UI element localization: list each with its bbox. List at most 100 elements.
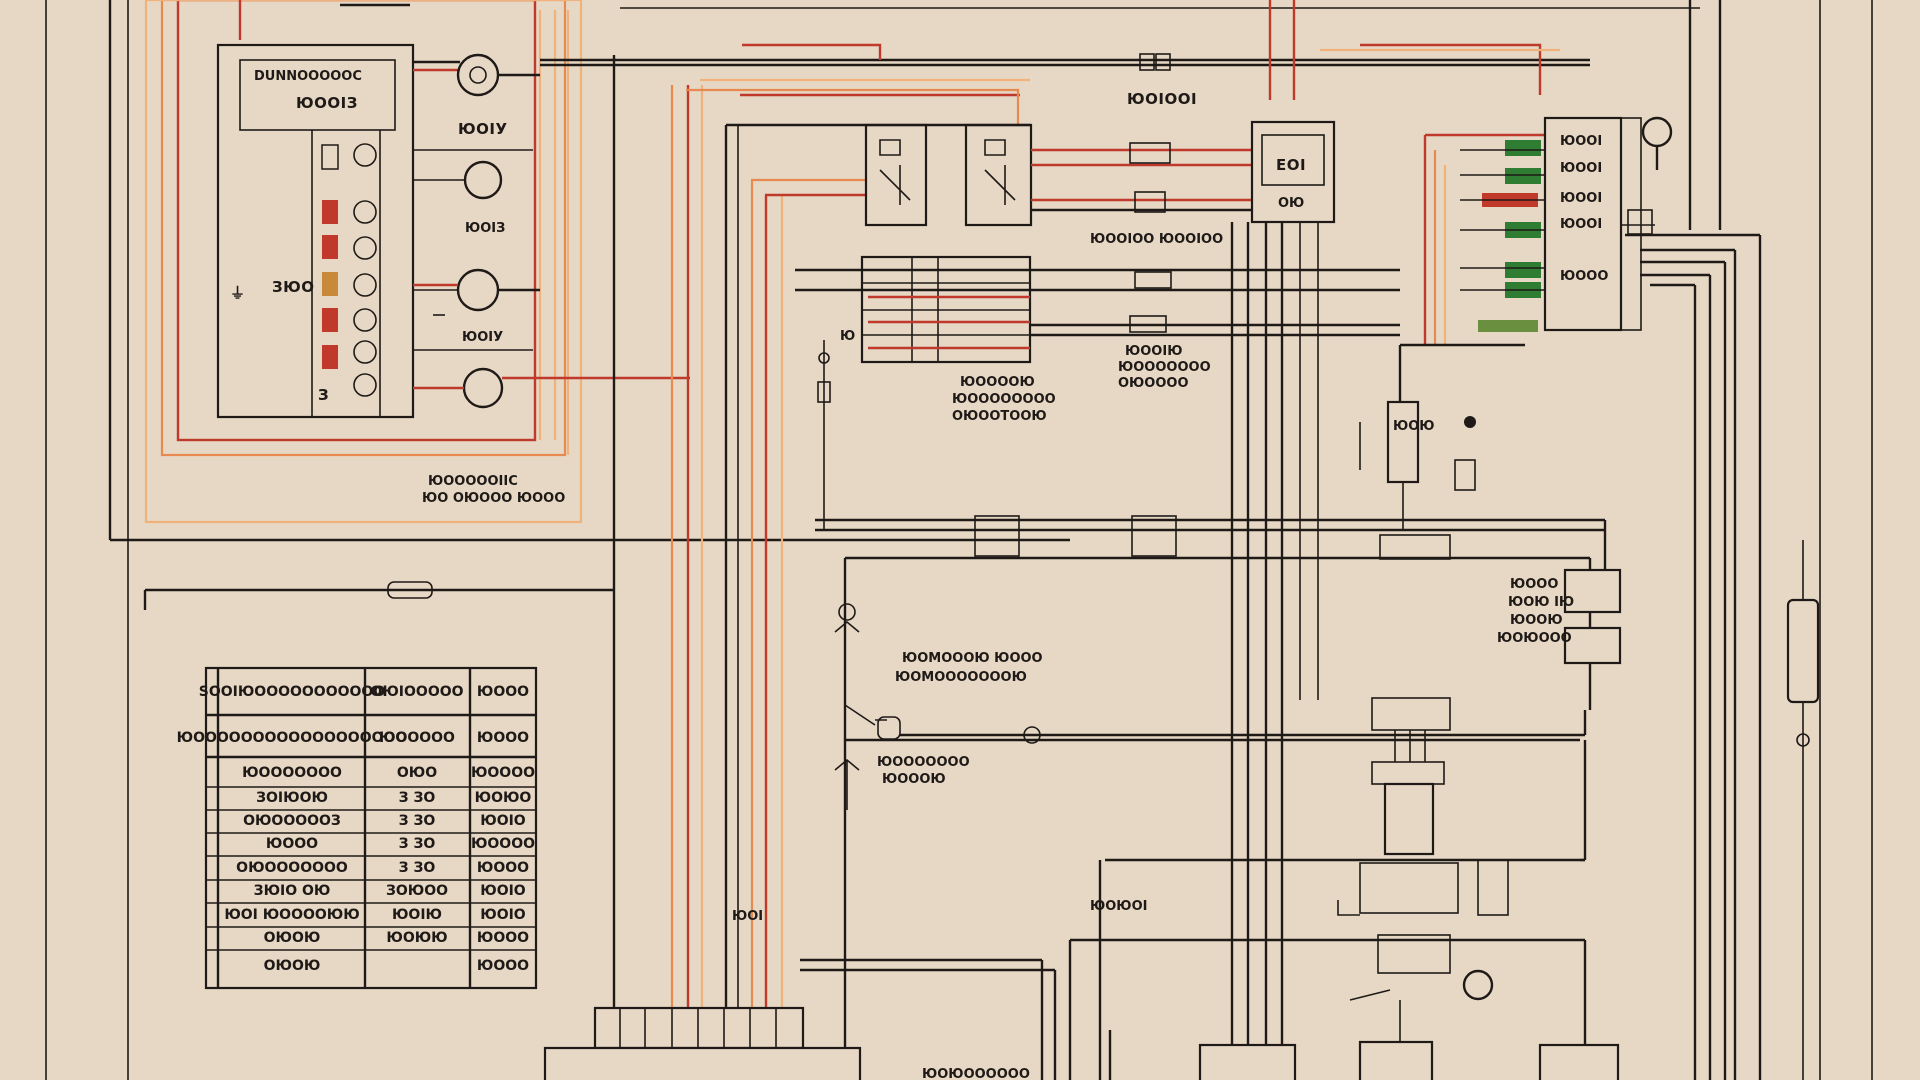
data-table: ЅООІЮООООООООООО ОЮІООООО ЮООО ЮОООООООО… [177, 666, 538, 990]
table-header-2: ЮООО [477, 684, 529, 700]
switches [834, 603, 1587, 810]
center-label-4-line1: ЮОМОООЮ ЮООО [902, 651, 1043, 666]
table-cell: ЮОЮЮ [386, 930, 447, 946]
fuse-element: ЮОЮ [1359, 343, 1525, 530]
table-header-0: ЅООІЮООООООООООО [199, 684, 386, 700]
panel-title-2: ЮООІЗ [296, 94, 358, 112]
left-labels: ЮОІУ ЮОІЗ ЮОІУ ЗЮО З ЮОООООІІС ЮО ОЮООО … [230, 120, 565, 506]
table-cell: ОЮОООООЗ [243, 813, 341, 829]
table-cell: ЮОІ ЮООООЮЮ [224, 907, 359, 923]
right-label-2: ЮООІ [1560, 191, 1602, 206]
caption-mid-left-2: ЮО ОЮООО ЮООО [422, 491, 565, 506]
relay-panel: DUNNOOOOOC ЮООІЗ [216, 43, 415, 419]
right-mid-label-3: ЮООЮ [1510, 613, 1563, 628]
sensor-left: Ю [817, 329, 855, 530]
table-cell: ЗЮІО ОЮ [254, 883, 331, 899]
hanging-fuse [1786, 540, 1820, 1080]
table-cell: З ЗО [399, 836, 436, 852]
left-bus [143, 558, 847, 1080]
top-wiring: ЮОІООІ [540, 0, 1590, 108]
table-cell: ЮООО [477, 930, 529, 946]
table-cell: ЮОООООООООООООООООО [177, 730, 408, 746]
stacked-relays [1098, 697, 1587, 1080]
meters [413, 53, 690, 409]
right-mid-label-2: ЮОЮ ІЮ [1508, 595, 1574, 610]
center-label-3-line1: ЮООООЮ [960, 375, 1035, 390]
center-label-1: ЮООІОО ЮООІОО [1090, 232, 1223, 247]
bottom-label-2: ЮОЮОООООО [922, 1067, 1030, 1080]
right-terminal-stack [1423, 116, 1762, 1080]
device-1-line1: ЕОІ [1276, 156, 1306, 174]
center-label-3-line3: ОЮООТООЮ [952, 409, 1047, 424]
table-row: ОЮОЮ ЮОЮЮ ЮООО [264, 930, 530, 946]
capacitor-top [1139, 53, 1171, 71]
top-center-label: ЮОІООІ [1127, 90, 1197, 108]
table-cell: ЮООО [477, 730, 529, 746]
center-label-5-line2: ЮОООЮ [882, 772, 946, 787]
label-l5: З [318, 386, 329, 404]
center-text: ЮОМОООЮ ЮООО ЮОМОООООООЮ ЮООООООО ЮОООЮ … [732, 651, 1147, 1080]
center-label-2-line3: ОЮОООО [1118, 376, 1189, 391]
table-cell: ЮОІО [480, 907, 526, 923]
label-l2: ЮОІЗ [465, 221, 505, 236]
fuse-label: ЮОЮ [1393, 419, 1435, 434]
label-l3: ЮОІУ [462, 330, 503, 345]
table-cell: ЮОІЮ [392, 907, 442, 923]
table-cell: ЮООО [477, 958, 529, 974]
right-label-4: ЮООО [1560, 269, 1608, 284]
right-label-0: ЮООІ [1560, 134, 1602, 149]
table-row: ОЮООООООО З ЗО ЮООО [236, 860, 529, 876]
small-left-1: Ю [840, 329, 855, 344]
table-cell: ОЮОЮ [264, 930, 321, 946]
center-label-2-line2: ЮООООООО [1118, 360, 1211, 375]
right-mid-label-4: ЮОЮООО [1497, 631, 1572, 646]
relay-modules: ЮООІОО ЮООІОО [726, 123, 1260, 247]
center-label-2-line1: ЮООІЮ [1125, 344, 1182, 359]
left-panel-wiring [144, 0, 583, 524]
table-row: ЮООО З ЗО ЮОООО [266, 836, 535, 852]
table-row: ЮОІ ЮООООЮЮ ЮОІЮ ЮОІО [224, 907, 525, 923]
table-header-1: ОЮІООООО [370, 684, 463, 700]
table-cell: ОЮО [397, 765, 437, 781]
center-label-5-line1: ЮООООООО [877, 755, 970, 770]
bottom-wiring [543, 938, 1620, 1080]
frame-lines [45, 0, 1873, 1080]
table-cell: ЮОІО [480, 883, 526, 899]
right-label-1: ЮООІ [1560, 161, 1602, 176]
table-cell: ЮООО [477, 860, 529, 876]
right-labels: ЮООІ ЮООІ ЮООІ ЮООІ ЮООО [1560, 134, 1608, 284]
label-l4: ЗЮО [272, 278, 315, 296]
device-1-line2: ОЮ [1278, 196, 1304, 211]
terminal-block: ЮООІЮ ЮООООООО ОЮОООО ЮООООЮ ЮОООООООО О… [795, 255, 1400, 424]
table-row: ОЮОЮ ЮООО [264, 958, 530, 974]
table-cell: ЮОІО [480, 813, 526, 829]
table-cell: ЮОООО [471, 836, 535, 852]
table-cell: З ЗО [399, 790, 436, 806]
contactor-device: ЕОІ ОЮ [1230, 120, 1336, 1080]
ground-icon: ⏚ [230, 284, 246, 302]
table-row: ЗЮІО ОЮ ЗОЮОО ЮОІО [254, 883, 526, 899]
terminal-strip [321, 144, 339, 369]
table-cell: ЗОЮОО [386, 883, 448, 899]
small-left-2: ЮОІ [732, 909, 763, 924]
table-cell: З ЗО [399, 860, 436, 876]
center-label-4-line2: ЮОМОООООООЮ [895, 670, 1027, 685]
table-cell: ЮООООО [379, 730, 455, 746]
center-label-3-line2: ЮОООООООО [952, 392, 1056, 407]
table-cell: З ЗО [399, 813, 436, 829]
caption-mid-left-1: ЮОООООІІС [428, 474, 518, 489]
table-cell: ОЮООООООО [236, 860, 348, 876]
table-cell: ОЮОЮ [264, 958, 321, 974]
panel-title-1: DUNNOOOOOC [254, 69, 362, 84]
vertical-buses [612, 55, 1030, 1010]
label-l1: ЮОІУ [458, 120, 508, 138]
table-cell: ЗОІЮОЮ [256, 790, 328, 806]
table-row: ОЮОООООЗ З ЗО ЮОІО [243, 813, 526, 829]
table-cell: ЮООО [266, 836, 318, 852]
table-cell: ЮОООО [471, 765, 535, 781]
